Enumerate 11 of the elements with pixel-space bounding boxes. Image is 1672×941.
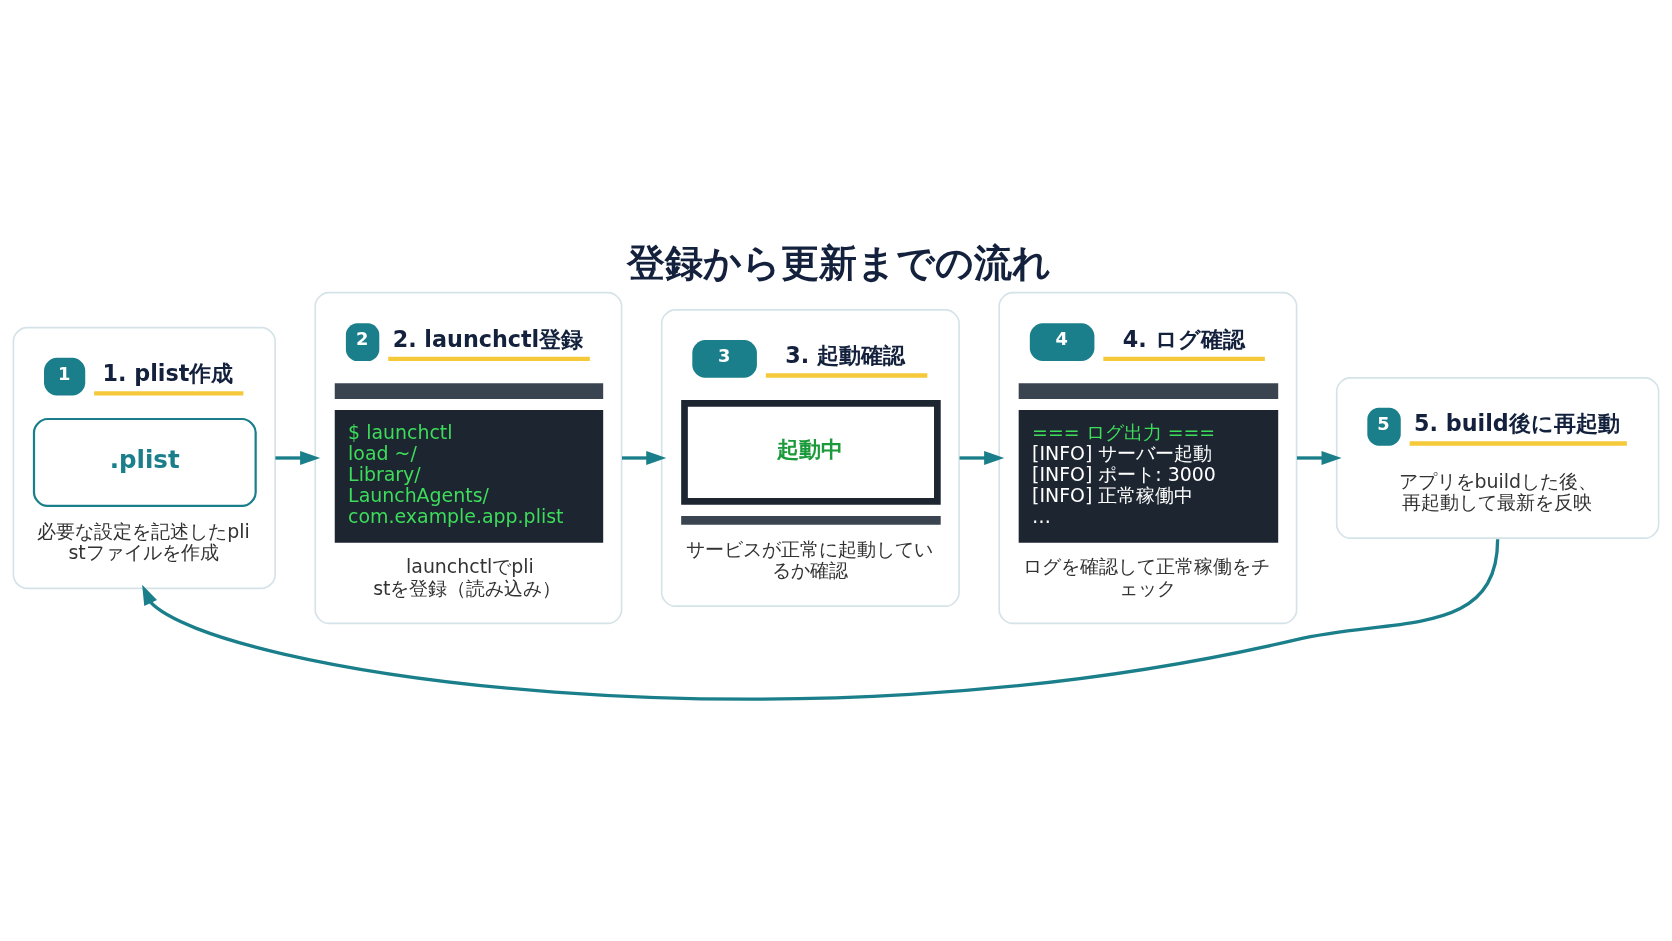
- node-box: 3 3. 起動確認 起動中 サービスが正常に起動しているか確認: [660, 308, 960, 607]
- arrow: [1296, 450, 1342, 465]
- node-box: 4 4. ログ確認 === ログ出力 === [INFO] サーバー起動 [INFO] ポート: 3000 [INFO] 正常稼働中 … ログを確認して正常稼働をチェック: [998, 291, 1298, 624]
- arrow: [275, 450, 321, 465]
- node-box: 1 1. plist作成 .plist 必要な設定を記述したplistファイルを作成: [12, 326, 276, 589]
- arrow: [959, 450, 1005, 465]
- node-box: 5 5. build後に再起動 アプリをbuildした後、再起動して最新を反映: [1335, 376, 1660, 539]
- arrow: [622, 450, 667, 465]
- arrow: [142, 538, 1500, 700]
- node-box: 2 2. launchctl登録 $ launchctl load ~/Library/LaunchAgents/com.example.app.plist launchctlでplistを登録（読み込み）: [314, 291, 623, 624]
- diagram-title: 登録から更新までの流れ: [626, 240, 1051, 285]
